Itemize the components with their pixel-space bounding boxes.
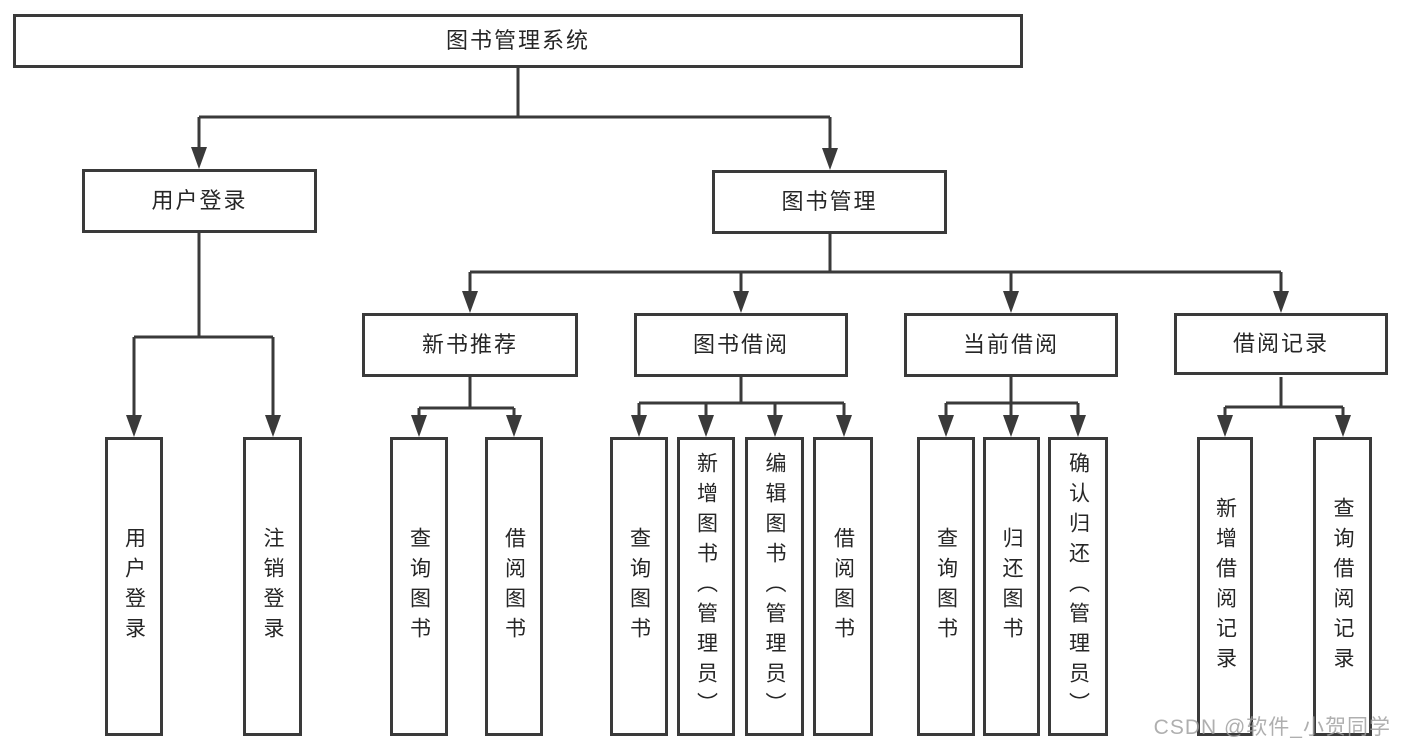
leaf-confirm-return-admin: 确认归还（管理员） xyxy=(1048,437,1108,736)
watermark: CSDN @软件_小贺同学 xyxy=(1153,716,1391,739)
node-new-book-recommend: 新书推荐 xyxy=(362,313,578,377)
leaf-current-query-book: 查询图书 xyxy=(917,437,975,736)
leaf-return-book: 归还图书 xyxy=(983,437,1040,736)
leaf-logout: 注销登录 xyxy=(243,437,302,736)
leaf-add-borrow-record: 新增借阅记录 xyxy=(1197,437,1253,736)
leaf-borrow-borrow-book: 借阅图书 xyxy=(813,437,873,736)
node-user-login-branch: 用户登录 xyxy=(82,169,317,233)
node-library-system: 图书管理系统 xyxy=(13,14,1023,68)
leaf-user-login: 用户登录 xyxy=(105,437,163,736)
node-book-borrow: 图书借阅 xyxy=(634,313,848,377)
leaf-rec-borrow-book: 借阅图书 xyxy=(485,437,543,736)
leaf-query-borrow-record: 查询借阅记录 xyxy=(1313,437,1372,736)
leaf-borrow-query-book: 查询图书 xyxy=(610,437,668,736)
node-book-management: 图书管理 xyxy=(712,170,947,234)
leaf-edit-book-admin: 编辑图书（管理员） xyxy=(745,437,804,736)
leaf-rec-query-book: 查询图书 xyxy=(390,437,448,736)
node-current-borrow: 当前借阅 xyxy=(904,313,1118,377)
leaf-add-book-admin: 新增图书（管理员） xyxy=(677,437,735,736)
node-borrow-records: 借阅记录 xyxy=(1174,313,1388,375)
